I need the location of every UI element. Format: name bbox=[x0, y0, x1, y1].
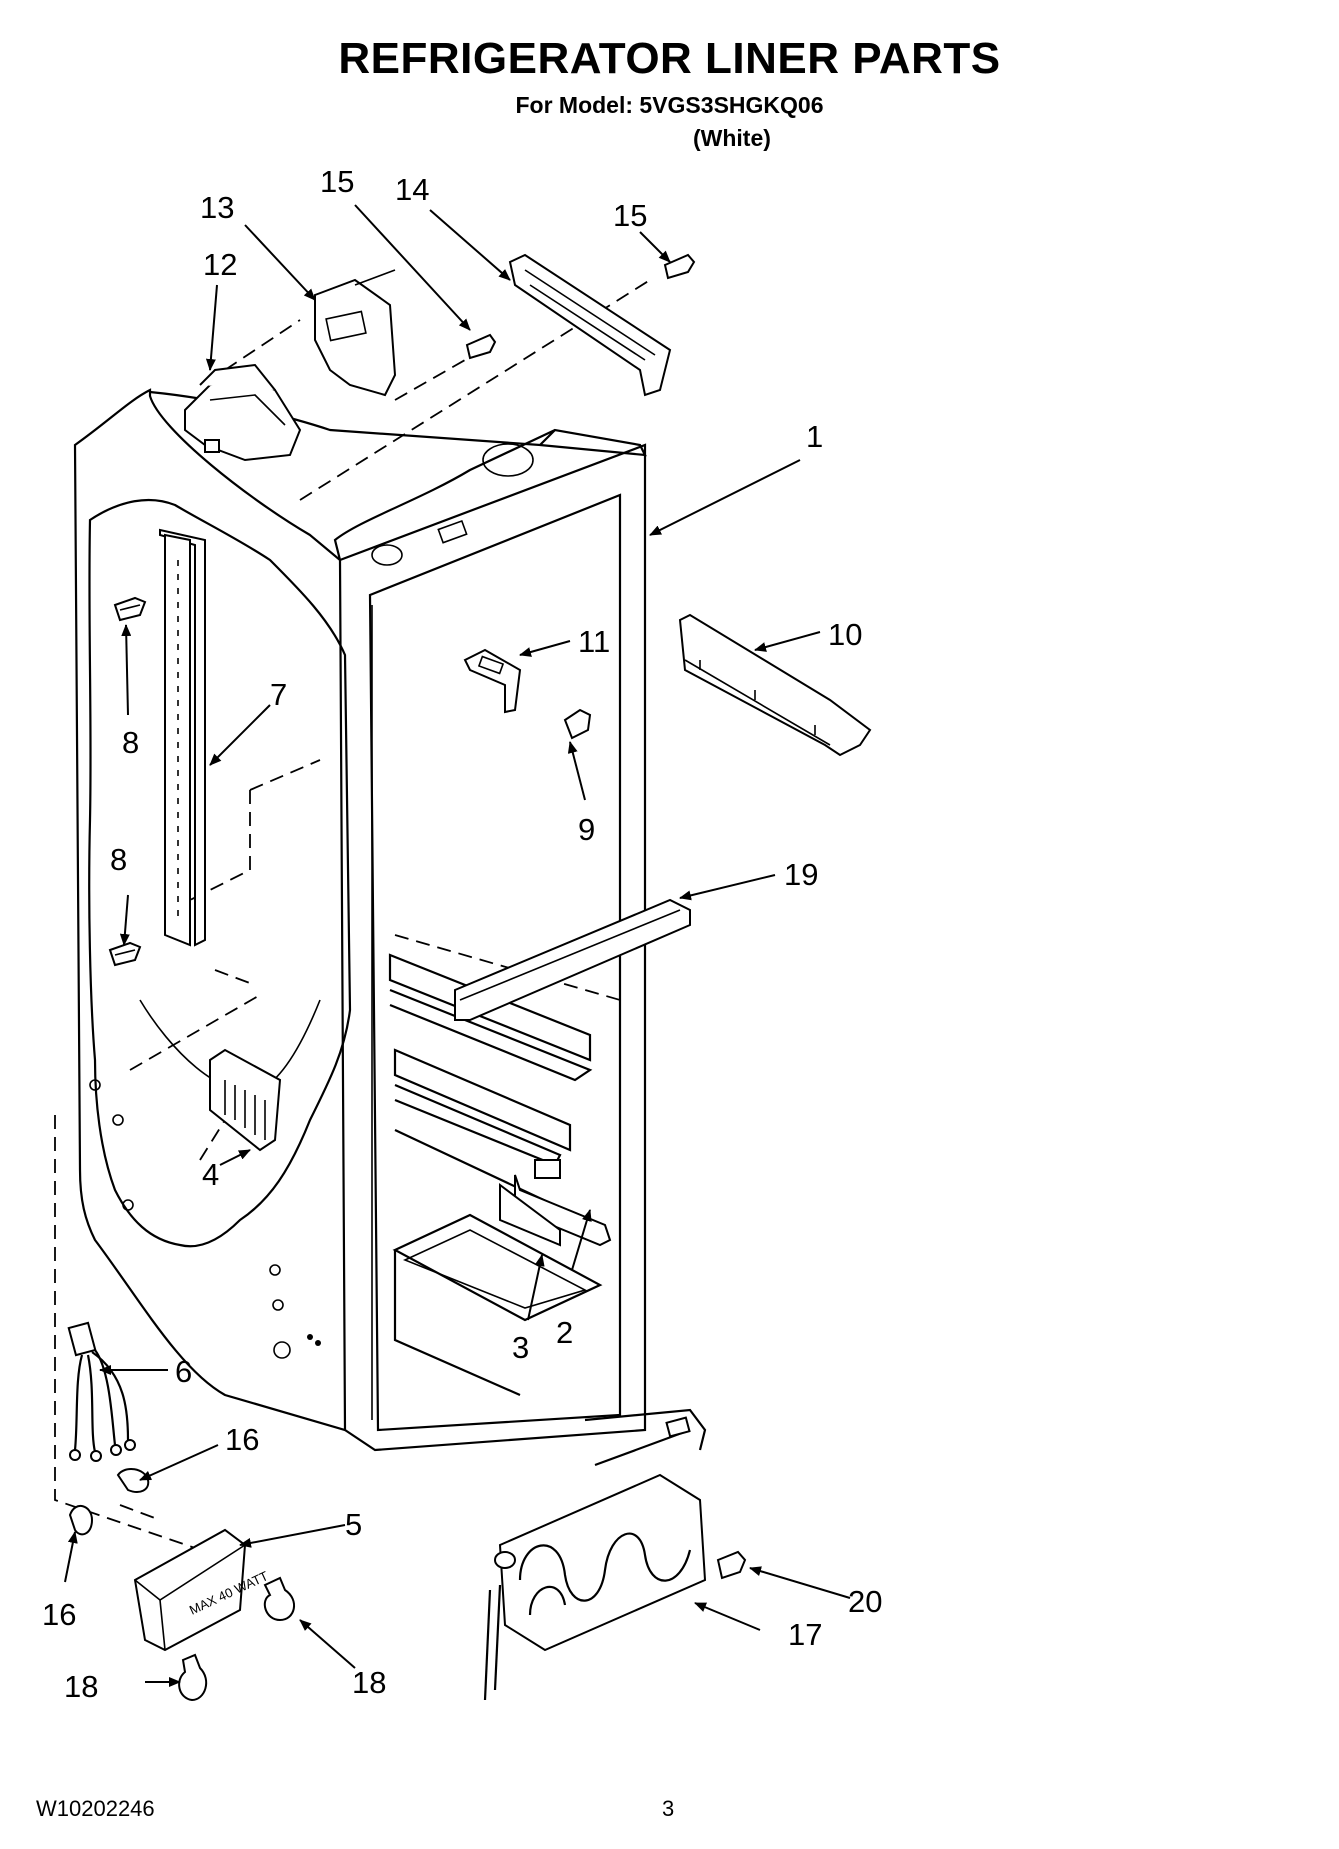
callout-10: 10 bbox=[828, 617, 862, 652]
callout-5: 5 bbox=[345, 1507, 362, 1542]
callout-4: 4 bbox=[202, 1157, 219, 1192]
callout-8-upper: 8 bbox=[122, 725, 139, 760]
part-12-housing bbox=[184, 363, 302, 462]
part-17-evaporator bbox=[483, 1408, 707, 1701]
part-18-bulb-left bbox=[178, 1653, 208, 1702]
part-16-clip-lower bbox=[68, 1505, 94, 1536]
callout-8-lower: 8 bbox=[110, 842, 127, 877]
callout-15-right: 15 bbox=[613, 198, 647, 233]
screw-20 bbox=[716, 1550, 747, 1580]
part-4-grille bbox=[209, 1048, 282, 1152]
callout-13: 13 bbox=[200, 190, 234, 225]
screw-15-right bbox=[663, 253, 696, 280]
part-19-support bbox=[454, 898, 691, 1021]
callout-6: 6 bbox=[175, 1354, 192, 1389]
screw-8-upper bbox=[113, 596, 147, 622]
doc-number: W10202246 bbox=[36, 1796, 155, 1821]
callout-7: 7 bbox=[270, 677, 287, 712]
callout-numbers: 1 2 3 4 5 6 7 8 8 9 10 11 12 13 14 15 15… bbox=[42, 164, 882, 1704]
part-6-harness bbox=[67, 1321, 136, 1462]
callout-16-upper: 16 bbox=[225, 1422, 259, 1457]
callout-18-left: 18 bbox=[64, 1669, 98, 1704]
callout-11: 11 bbox=[578, 624, 610, 659]
part-7-rail bbox=[159, 528, 206, 947]
callout-15-left: 15 bbox=[320, 164, 354, 199]
part-14-channel bbox=[508, 253, 672, 397]
screw-9 bbox=[563, 708, 592, 740]
callout-1: 1 bbox=[806, 419, 823, 454]
callout-9: 9 bbox=[578, 812, 595, 847]
callout-12: 12 bbox=[203, 247, 237, 282]
screw-15-left bbox=[465, 333, 497, 360]
part-16-clip-upper bbox=[116, 1468, 150, 1493]
page-title: REFRIGERATOR LINER PARTS bbox=[338, 34, 1001, 83]
part-5-lamp-housing: MAX 40 WATT bbox=[133, 1528, 271, 1652]
model-line: For Model: 5VGS3SHGKQ06 bbox=[515, 92, 824, 118]
callout-2: 2 bbox=[556, 1315, 573, 1350]
callout-3: 3 bbox=[512, 1330, 529, 1365]
leader-arrows bbox=[64, 204, 851, 1687]
cabinet-liner bbox=[73, 388, 647, 1452]
callout-19: 19 bbox=[784, 857, 818, 892]
callout-14: 14 bbox=[395, 172, 429, 207]
part-10-cover bbox=[678, 613, 872, 757]
callout-17: 17 bbox=[788, 1617, 822, 1652]
model-color: (White) bbox=[693, 125, 771, 151]
page-number: 3 bbox=[662, 1796, 675, 1821]
part-18-bulb-right bbox=[263, 1576, 295, 1622]
assembly-lines bbox=[54, 279, 651, 1549]
screw-8-lower bbox=[108, 941, 142, 967]
part-13-bracket bbox=[314, 269, 397, 397]
part-11-bracket bbox=[463, 648, 522, 714]
callout-18-right: 18 bbox=[352, 1665, 386, 1700]
callout-16-lower: 16 bbox=[42, 1597, 76, 1632]
callout-20: 20 bbox=[848, 1584, 882, 1619]
